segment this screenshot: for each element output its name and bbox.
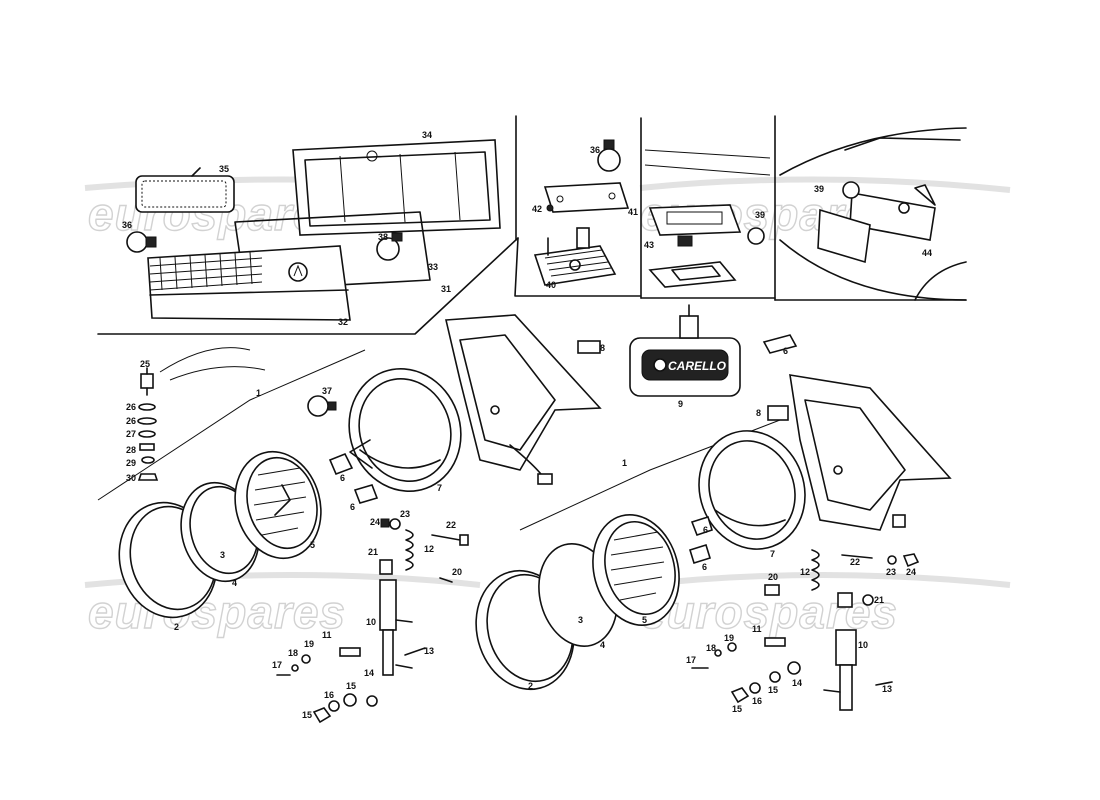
callout-44: 44: [922, 248, 932, 258]
callout-3: 3: [578, 615, 583, 625]
callout-16: 16: [752, 696, 762, 706]
callout-12: 12: [800, 567, 810, 577]
inset-boot-lamp: [779, 127, 967, 301]
callout-4: 4: [600, 640, 605, 650]
callout-2: 2: [528, 681, 533, 691]
callout-34: 34: [422, 130, 432, 140]
callout-38: 38: [378, 232, 388, 242]
inset-interior-lamp: [644, 149, 771, 288]
callout-5: 5: [310, 540, 315, 550]
callouts-right: 8 9 6 8 1 6 6 7 22 23 24 12 20 21 3 5 4 …: [528, 343, 916, 714]
callout-20: 20: [768, 572, 778, 582]
inset-number-plate-lamp: [533, 139, 630, 286]
callout-32: 32: [338, 317, 348, 327]
callout-2: 2: [174, 622, 179, 632]
right-headlamp-assembly: CARELLO: [475, 304, 952, 711]
callouts-inset3: 39 43: [644, 210, 765, 250]
callout-11: 11: [322, 630, 332, 640]
callout-14: 14: [364, 668, 374, 678]
callout-1: 1: [256, 388, 261, 398]
callout-40: 40: [546, 280, 556, 290]
inset-frames: [97, 115, 967, 335]
callout-18: 18: [288, 648, 298, 658]
callout-12: 12: [424, 544, 434, 554]
callout-39: 39: [814, 184, 824, 194]
callout-9: 9: [678, 399, 683, 409]
callout-42: 42: [532, 204, 542, 214]
callouts-left: 25 1 37 26 26 27 28 29 30 6 6 7 5 24 23 …: [126, 359, 462, 720]
callout-21: 21: [368, 547, 378, 557]
callouts-inset2: 36 42 41 40: [532, 145, 638, 290]
callout-33: 33: [428, 262, 438, 272]
callout-8: 8: [600, 343, 605, 353]
callout-27: 27: [126, 429, 136, 439]
callout-10: 10: [858, 640, 868, 650]
callout-14: 14: [792, 678, 802, 688]
callout-1: 1: [622, 458, 627, 468]
left-headlamp-assembly: [97, 314, 602, 724]
callout-17: 17: [272, 660, 282, 670]
inset-rear-lamps: [126, 139, 501, 321]
callout-18: 18: [706, 643, 716, 653]
callout-22: 22: [850, 557, 860, 567]
callout-26: 26: [126, 416, 136, 426]
callout-15: 15: [732, 704, 742, 714]
callout-8: 8: [756, 408, 761, 418]
callout-17: 17: [686, 655, 696, 665]
callout-39: 39: [755, 210, 765, 220]
callout-4: 4: [232, 578, 237, 588]
callout-6: 6: [703, 525, 708, 535]
callout-15: 15: [346, 681, 356, 691]
callout-7: 7: [437, 483, 442, 493]
callouts-inset4: 39 44: [814, 184, 932, 258]
callout-36: 36: [590, 145, 600, 155]
callout-5: 5: [642, 615, 647, 625]
callout-41: 41: [628, 207, 638, 217]
callout-19: 19: [304, 639, 314, 649]
callout-22: 22: [446, 520, 456, 530]
callout-19: 19: [724, 633, 734, 643]
callout-13: 13: [882, 684, 892, 694]
callouts-inset1: 35 34 36 38 33 31 32: [122, 130, 451, 327]
callout-6: 6: [350, 502, 355, 512]
callout-11: 11: [752, 624, 762, 634]
callout-28: 28: [126, 445, 136, 455]
callout-7: 7: [770, 549, 775, 559]
callout-36: 36: [122, 220, 132, 230]
callout-23: 23: [886, 567, 896, 577]
callout-31: 31: [441, 284, 451, 294]
callout-24: 24: [370, 517, 380, 527]
fog-lamp-brand: CARELLO: [668, 359, 727, 373]
callout-10: 10: [366, 617, 376, 627]
callout-23: 23: [400, 509, 410, 519]
callout-15: 15: [302, 710, 312, 720]
callout-30: 30: [126, 473, 136, 483]
callout-29: 29: [126, 458, 136, 468]
callout-6: 6: [340, 473, 345, 483]
callout-24: 24: [906, 567, 916, 577]
callout-6: 6: [702, 562, 707, 572]
callout-6: 6: [783, 346, 788, 356]
callout-43: 43: [644, 240, 654, 250]
callout-35: 35: [219, 164, 229, 174]
callout-15: 15: [768, 685, 778, 695]
callout-13: 13: [424, 646, 434, 656]
callout-21: 21: [874, 595, 884, 605]
callout-20: 20: [452, 567, 462, 577]
callout-37: 37: [322, 386, 332, 396]
callout-3: 3: [220, 550, 225, 560]
watermark-text: eurospares: [88, 586, 346, 638]
callout-16: 16: [324, 690, 334, 700]
callout-25: 25: [140, 359, 150, 369]
callout-26: 26: [126, 402, 136, 412]
